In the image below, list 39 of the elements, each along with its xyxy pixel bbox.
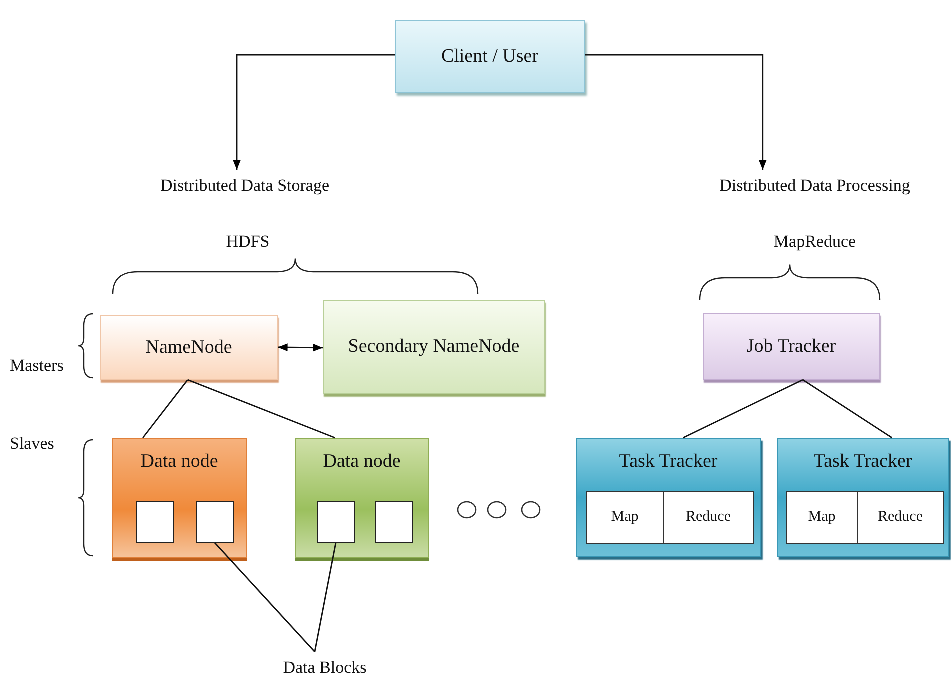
task-tracker-box — [576, 438, 761, 557]
connector-line — [188, 379, 336, 439]
group-label: Slaves — [10, 434, 54, 454]
task-tracker-box — [777, 438, 949, 557]
connector-line — [802, 379, 893, 439]
data-node-box — [112, 438, 247, 558]
map-cell: Map — [786, 491, 858, 544]
arrow — [585, 54, 767, 170]
arrow — [233, 54, 395, 170]
node-text: Task Tracker — [814, 450, 912, 474]
node-text: Job Tracker — [746, 334, 836, 359]
reduce-cell: Reduce — [858, 491, 944, 544]
node-text: Task Tracker — [619, 450, 718, 474]
node-text: Secondary NameNode — [348, 335, 520, 360]
group-label: MapReduce — [772, 232, 858, 252]
node-label: Data Blocks — [250, 652, 400, 684]
data-block — [375, 501, 413, 543]
node-text: Data node — [323, 450, 401, 474]
node-text: Data node — [140, 450, 218, 474]
node-label: Distributed Data Storage — [120, 170, 370, 202]
connector-line — [142, 380, 188, 438]
node-text: Client / User — [441, 44, 539, 69]
connector-line — [683, 379, 804, 439]
process-box — [323, 300, 545, 394]
process-box — [395, 20, 585, 93]
group-label: HDFS — [225, 232, 271, 252]
connector-line — [214, 542, 316, 652]
data-block — [136, 501, 174, 543]
map-cell: Map — [586, 491, 664, 544]
group-label: Masters — [10, 356, 64, 376]
node-label: Distributed Data Processing — [680, 170, 950, 202]
data-block — [317, 501, 355, 543]
data-node-box — [295, 438, 429, 558]
process-box — [703, 313, 880, 380]
process-box — [100, 315, 278, 380]
reduce-cell: Reduce — [664, 491, 754, 544]
arrow — [278, 344, 323, 352]
node-text: NameNode — [146, 336, 232, 360]
data-block — [196, 501, 234, 543]
